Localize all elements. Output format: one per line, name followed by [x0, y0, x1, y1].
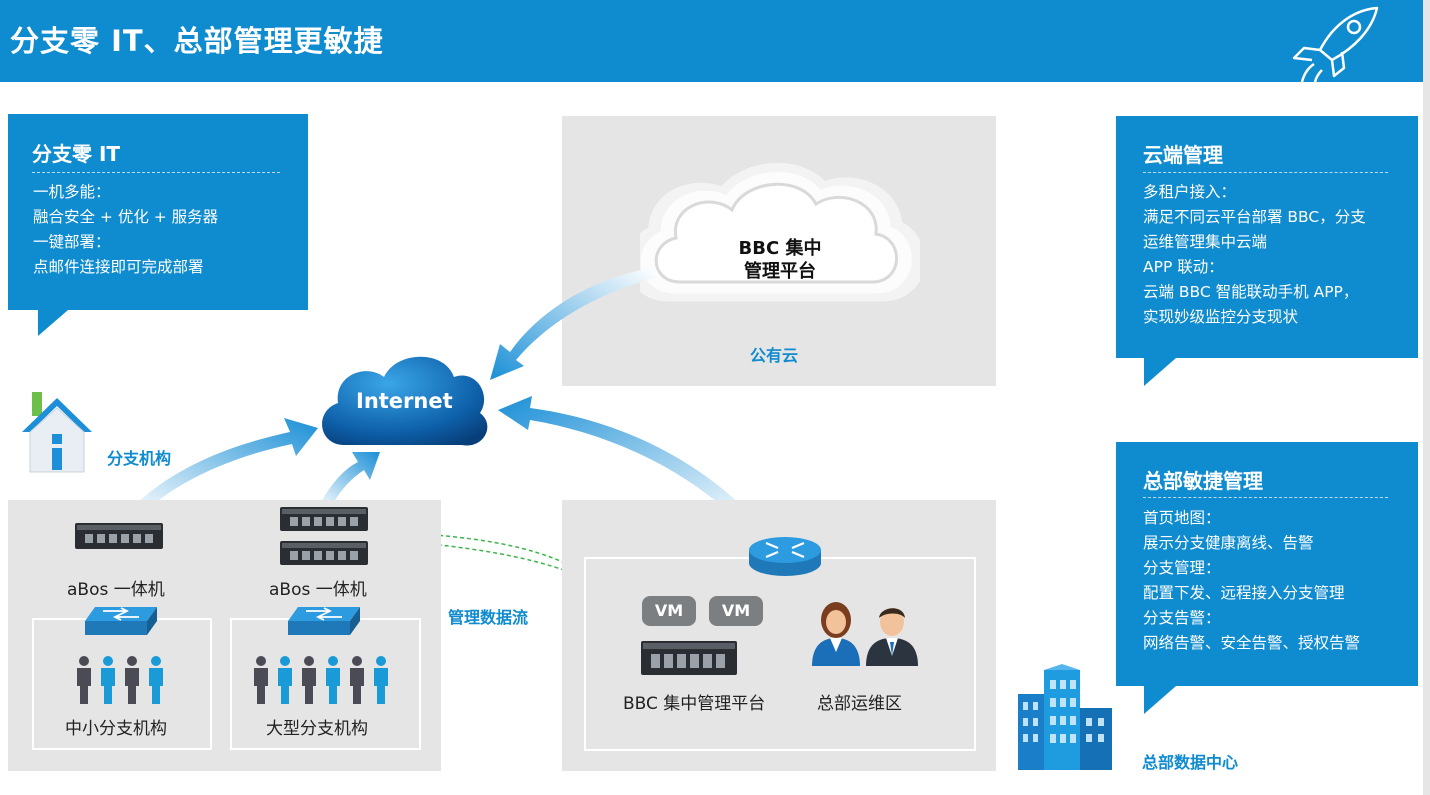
- callout-divider: [1143, 497, 1388, 498]
- callout-divider: [1143, 172, 1388, 173]
- datacenter-buildings-icon: [1018, 664, 1112, 770]
- switch-icon: [288, 607, 360, 635]
- callout-line: 首页地图：: [1143, 509, 1221, 527]
- callout-body-branch: 一机多能： 融合安全 + 优化 + 服务器 一键部署： 点邮件连接即可完成部署: [33, 180, 218, 280]
- header-bar: [0, 0, 1423, 82]
- callout-line: 分支告警：: [1143, 609, 1221, 627]
- callout-line: 分支管理：: [1143, 559, 1221, 577]
- callout-line: APP 联动：: [1143, 258, 1224, 276]
- callout-line: 网络告警、安全告警、授权告警: [1143, 634, 1361, 652]
- right-edge-strip: [1423, 0, 1430, 795]
- callout-line: 配置下发、远程接入分支管理: [1143, 584, 1345, 602]
- arrow-cloud-to-internet: [490, 268, 654, 380]
- abos-label-2: aBos 一体机: [269, 580, 367, 600]
- callout-line: 一机多能：: [33, 183, 111, 201]
- callout-line: 一键部署：: [33, 233, 111, 251]
- mgmt-flow-label: 管理数据流: [448, 608, 529, 627]
- vm-badge-1: VM: [642, 596, 696, 626]
- callout-shape-branch: [8, 114, 308, 336]
- arrow-hq-to-internet: [498, 396, 758, 528]
- internet-label: Internet: [356, 389, 453, 413]
- users-icon-small-branch: [77, 656, 163, 704]
- abos-label-1: aBos 一体机: [67, 580, 165, 600]
- callout-shape-cloud: [1116, 116, 1418, 386]
- callout-title-hq-agile: 总部敏捷管理: [1143, 469, 1263, 493]
- branch-house-icon: [22, 392, 92, 473]
- cloud-platform-line2: 管理平台: [744, 261, 816, 282]
- callout-line: 展示分支健康离线、告警: [1143, 534, 1314, 552]
- callout-line: 多租户接入：: [1143, 183, 1237, 201]
- internet-cloud-icon: [322, 356, 488, 446]
- cloud-platform-line1: BBC 集中: [738, 238, 822, 259]
- abos-server-icon: [75, 523, 163, 549]
- callout-title-cloud-mgmt: 云端管理: [1143, 143, 1223, 167]
- large-branch-label: 大型分支机构: [266, 719, 368, 739]
- public-cloud-label: 公有云: [750, 346, 799, 365]
- callout-line: 实现妙级监控分支现状: [1143, 308, 1299, 326]
- callout-body-cloud: 多租户接入： 满足不同云平台部署 BBC，分支 运维管理集中云端 APP 联动：…: [1143, 180, 1366, 330]
- bbc-platform-label: BBC 集中管理平台: [623, 694, 766, 714]
- switch-icon: [85, 607, 157, 635]
- bbc-server-icon: [641, 641, 737, 675]
- callout-divider: [32, 172, 280, 173]
- ops-staff-icon: [812, 602, 918, 666]
- small-branch-label: 中小分支机构: [65, 719, 167, 739]
- callout-title-branch-zero-it: 分支零 IT: [32, 142, 121, 166]
- callout-body-hq: 首页地图： 展示分支健康离线、告警 分支管理： 配置下发、远程接入分支管理 分支…: [1143, 506, 1360, 656]
- callout-line: 融合安全 + 优化 + 服务器: [33, 208, 219, 226]
- users-icon-large-branch: [254, 656, 388, 704]
- rocket-icon: [1292, 6, 1379, 83]
- callout-line: 满足不同云平台部署 BBC，分支: [1143, 208, 1366, 226]
- callout-line: 点邮件连接即可完成部署: [33, 258, 204, 276]
- callout-shape-hq: [1116, 442, 1418, 714]
- callout-line: 云端 BBC 智能联动手机 APP，: [1143, 283, 1359, 301]
- branch-org-label: 分支机构: [107, 449, 172, 468]
- cloud-platform-label: BBC 集中 管理平台: [700, 237, 860, 283]
- router-icon: [749, 537, 821, 576]
- callout-line: 运维管理集中云端: [1143, 233, 1268, 251]
- page-title: 分支零 IT、总部管理更敏捷: [10, 24, 384, 58]
- hq-ops-label: 总部运维区: [817, 694, 902, 714]
- arrow-abos-to-internet: [322, 452, 380, 502]
- vm-badge-2: VM: [709, 596, 763, 626]
- abos-server-stack-icon: [280, 507, 368, 565]
- hq-datacenter-label: 总部数据中心: [1142, 753, 1239, 772]
- arrow-branch-to-internet: [128, 418, 318, 516]
